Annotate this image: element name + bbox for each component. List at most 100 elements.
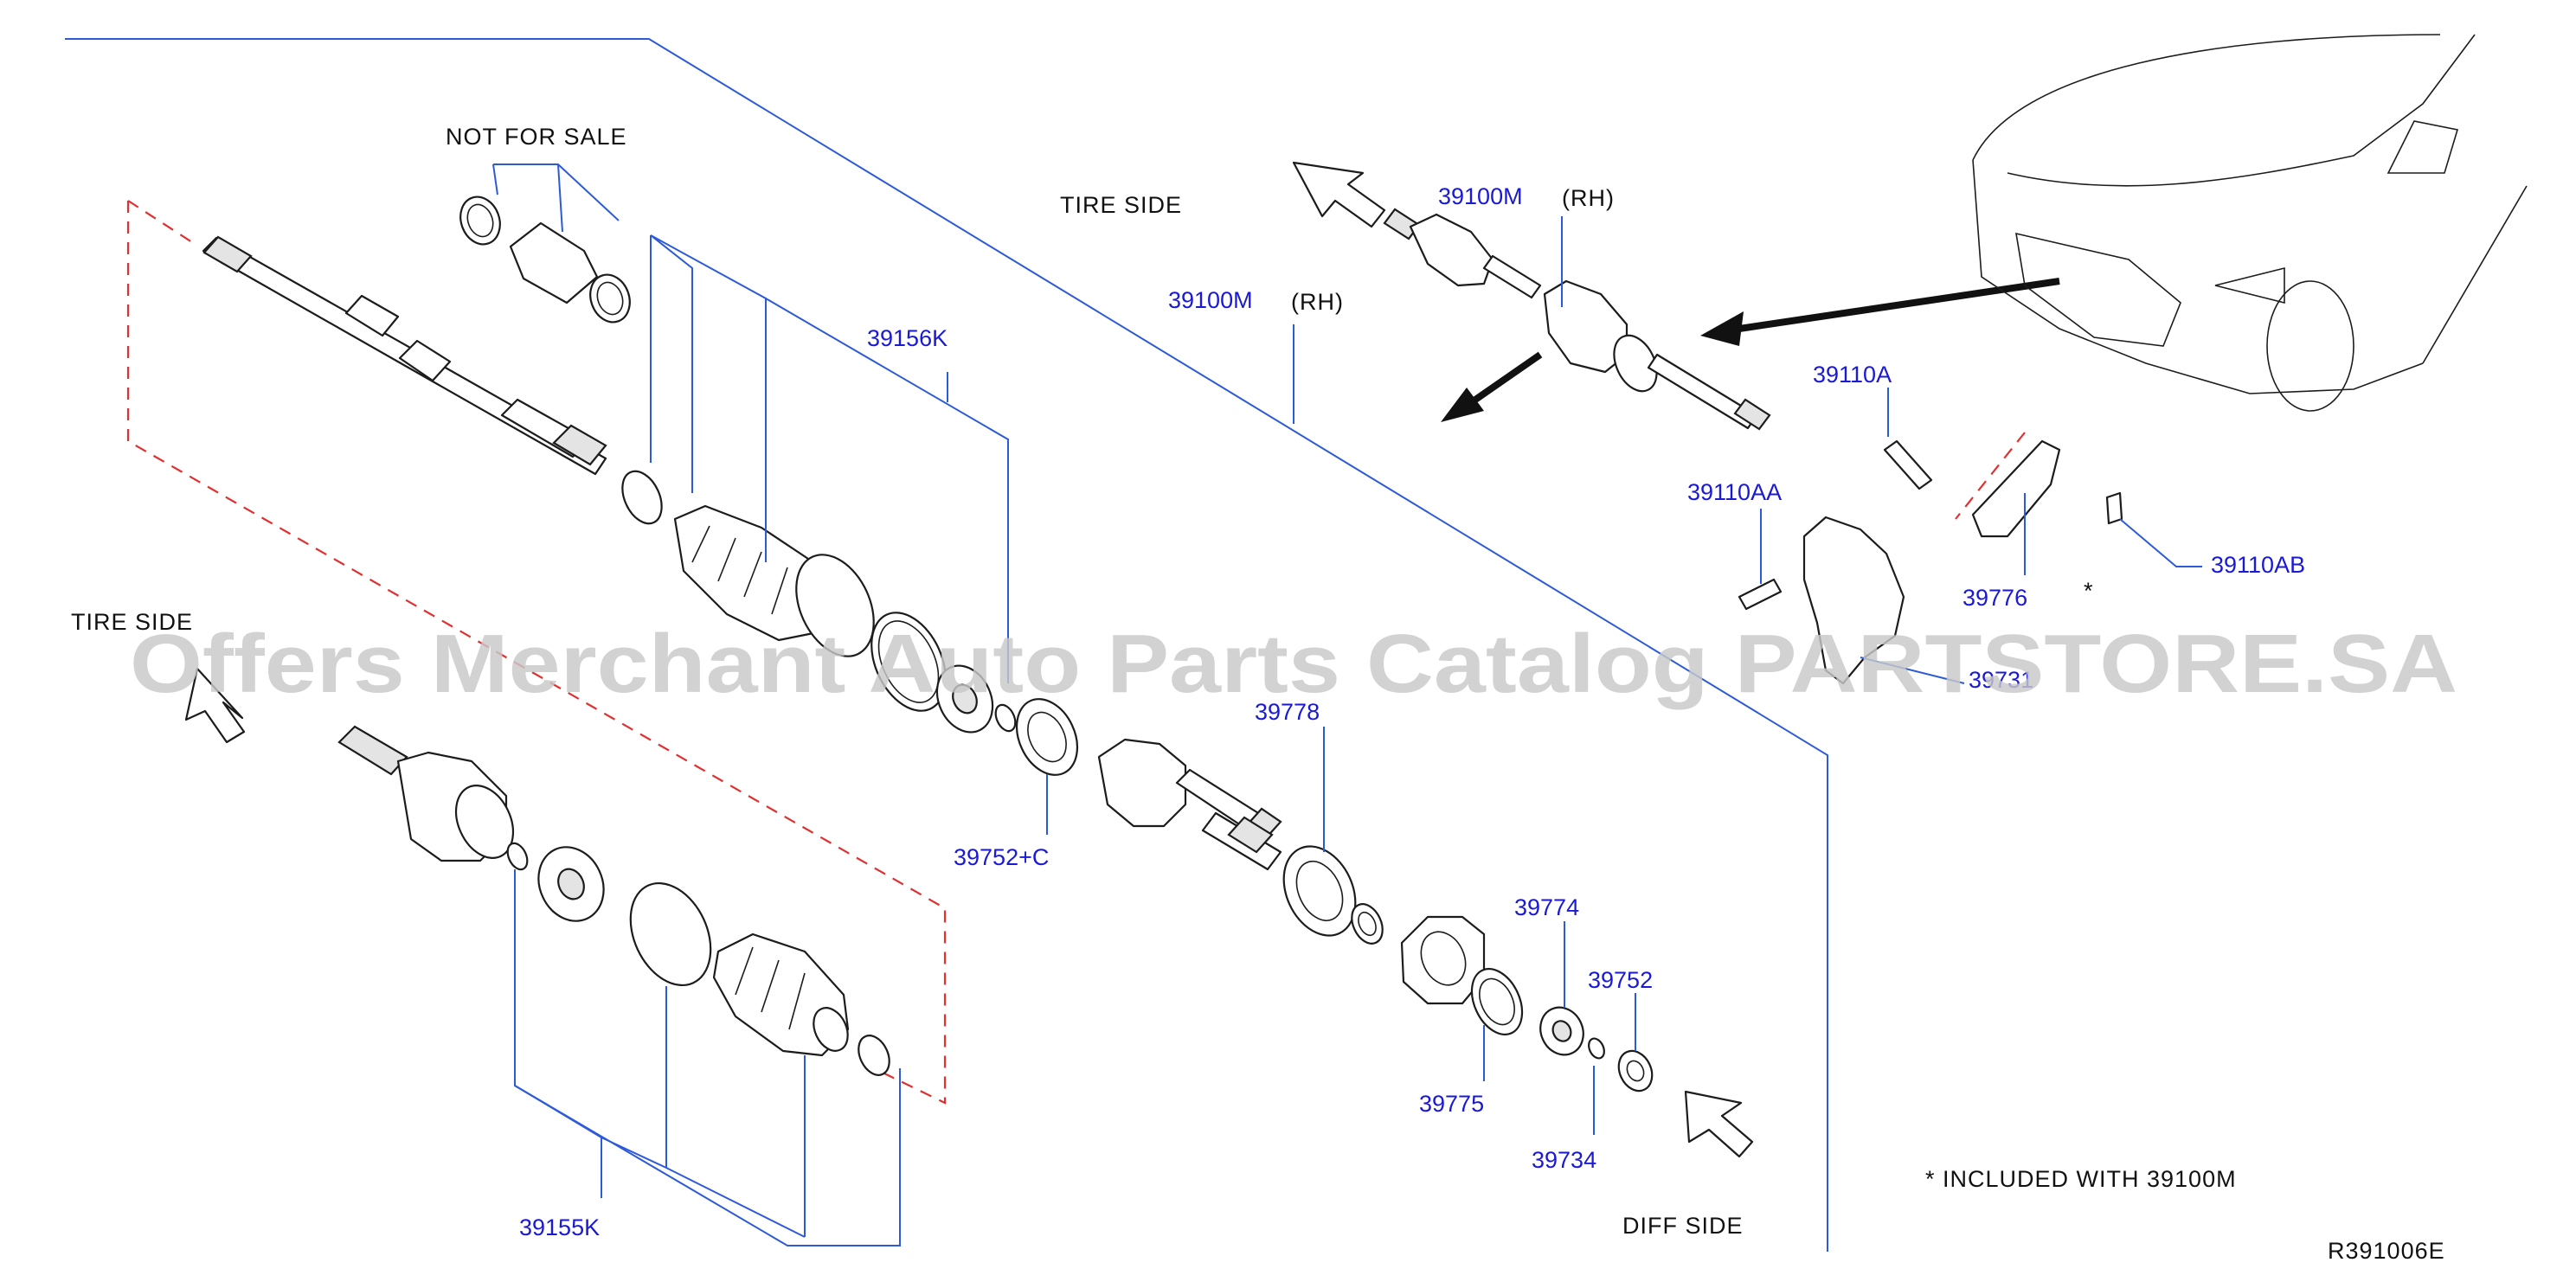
dashed-outline-left [126,201,947,1105]
part-number-39100M-mid: 39100M [1168,287,1253,313]
ds-inner-housing [1613,334,1658,393]
label-rh-2: (RH) [1291,289,1344,315]
direction-arrows [184,161,1754,1158]
part-number-39100M-top: 39100M [1438,183,1523,209]
vehicle-outline [1972,34,2528,412]
pointer-arrows [1441,278,2060,422]
knuckle-39731 [1802,516,1905,685]
part-number-39734: 39734 [1532,1147,1596,1173]
part-number-39776: 39776 [1963,585,2027,611]
housing-cup [1097,738,1187,828]
inner-boot-ribs [691,525,788,615]
outer-cv-joint [337,725,890,1076]
part-number-39155K: 39155K [519,1214,600,1240]
complete-driveshaft-39100M [1383,208,1771,431]
intermediate-shaft [202,235,607,476]
car-hood-crease [2007,34,2476,187]
part-number-39774: 39774 [1514,894,1579,920]
bolt-39110A [1883,439,1933,490]
shaft-collar-2 [398,339,452,382]
outer-circlip [506,842,529,871]
shaft-spline-inner [552,424,607,466]
bushing-sleeve [509,221,599,304]
car-mirror [2386,120,2459,174]
inner-retaining-ring-inner [877,620,940,703]
label-asterisk: * [2084,578,2094,604]
red-dashed-bracket [126,200,2026,1105]
outer-band-large [629,881,712,987]
leader-39155K-4 [805,1068,901,1246]
nut-39752-inner [1626,1060,1645,1082]
car-side-line [2422,185,2528,364]
part-number-39110A: 39110A [1813,362,1892,388]
nut-39752 [1617,1049,1654,1093]
part-number-39731: 39731 [1969,667,2033,693]
pointer-head-car [1700,311,1744,346]
bushing-ring-left-inner [466,203,494,238]
bearing-retainer-bore [1420,931,1467,986]
bushing-ring-left [459,195,501,246]
ring-39775-inner [1479,977,1515,1026]
inner-boot-kit [621,470,1017,734]
leader-not-for-sale [493,163,620,221]
outer-shaft-spline [337,725,408,776]
part-number-39110AB: 39110AB [2211,552,2305,578]
car-front-lower [1972,159,2424,394]
label-tire-side-left: TIRE SIDE [71,609,193,635]
outer-boot-neck [813,1007,849,1052]
bracket-39776 [1971,439,2061,538]
boot-band-large [795,554,875,657]
label-not-for-sale: NOT FOR SALE [446,124,627,150]
ring-39734 [1588,1037,1605,1060]
pointer-line-car [1738,278,2060,332]
label-diagram-code: R391006E [2328,1238,2445,1264]
shaft-collar-1 [344,294,400,337]
label-tire-side-top: TIRE SIDE [1060,192,1182,218]
bearing-39774-bore [1551,1020,1572,1042]
bolt-39110AB [2105,491,2123,525]
pointer-head-down [1441,388,1484,422]
not-for-sale-parts [459,195,631,324]
leader-39110AB [2119,518,2202,567]
oil-seal-39778-inner [1295,861,1344,921]
stub-shaft-spline [1227,816,1274,854]
outer-cage-hub [557,868,585,900]
car-wheel [2266,280,2354,412]
small-ring [1351,903,1384,945]
part-number-39110AA: 39110AA [1687,479,1782,505]
part-number-39156K: 39156K [867,325,948,351]
frame-border-line [65,38,1828,1252]
shaft-spline-end [202,235,253,273]
tire-side-arrow-left [184,667,246,744]
label-included-note: * INCLUDED WITH 39100M [1925,1166,2237,1192]
outer-joint-bell-face [454,785,515,859]
tire-side-arrow-top [1292,161,1386,228]
car-grille [2015,232,2181,347]
ds-outer-boot [1409,213,1494,287]
inner-retaining-ring [870,612,947,712]
leader-boot-4 [765,298,1009,683]
car-hood-line [1972,34,2441,161]
part-number-39752: 39752 [1588,967,1653,993]
car-headlight [2214,266,2285,304]
oil-seal-39778 [1282,845,1357,937]
leader-boot-3 [650,234,693,493]
ring-39775 [1470,968,1524,1035]
bolt-39110AA [1738,578,1783,611]
leader-39731 [1860,657,1965,684]
small-ring-inner [1358,911,1377,937]
label-diff-side: DIFF SIDE [1622,1213,1744,1239]
dashed-outline-bracket [1955,432,2026,520]
leader-not-for-sale-2 [492,163,498,195]
part-number-39775: 39775 [1419,1091,1484,1117]
spider-hub [952,683,978,714]
diff-side-arrow [1684,1090,1754,1158]
inner-snap-ring [994,703,1017,733]
pointer-line-down [1473,351,1543,403]
frame-lines [65,38,1828,1252]
washer-39752c [1015,698,1079,776]
washer-39752c-inner [1027,711,1067,763]
boot-band-small [621,470,663,525]
leader-39155K-6 [601,1137,806,1238]
